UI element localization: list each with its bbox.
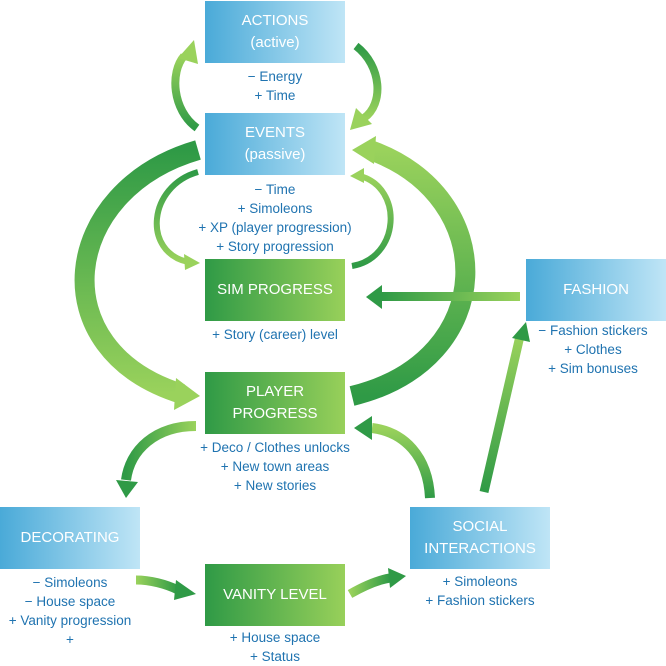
effect-line: + Clothes bbox=[564, 342, 622, 357]
arrow-events-to-player-progress bbox=[74, 140, 201, 404]
arrow-decorating-to-vanity bbox=[135, 575, 181, 595]
effect-line: + Sim bonuses bbox=[548, 361, 638, 376]
arrowhead bbox=[366, 285, 382, 309]
player-progress-title-line-1: PLAYER bbox=[245, 383, 305, 400]
effect-line: − Simoleons bbox=[32, 575, 108, 590]
decorating-effects: − Simoleons − House space + Vanity progr… bbox=[0, 573, 140, 649]
decorating-node: DECORATING bbox=[0, 507, 140, 569]
vanity-level-title: VANITY LEVEL bbox=[223, 586, 327, 603]
social-title-line-2: INTERACTIONS bbox=[424, 540, 536, 557]
arrowhead bbox=[354, 416, 372, 440]
effect-line: + Fashion stickers bbox=[425, 593, 535, 608]
player-progress-title-line-2: PROGRESS bbox=[232, 405, 318, 422]
arrow-social-to-fashion bbox=[479, 334, 525, 494]
effect-line: − Energy bbox=[247, 69, 303, 84]
fashion-effects: − Fashion stickers + Clothes + Sim bonus… bbox=[520, 321, 666, 378]
player-progress-node: PLAYER PROGRESS bbox=[205, 372, 345, 434]
vanity-level-effects: + House space + Status bbox=[165, 628, 385, 666]
arrowhead bbox=[174, 378, 200, 410]
arrow-player-progress-to-decorating bbox=[121, 421, 197, 481]
arrowhead bbox=[350, 168, 364, 183]
player-progress-effects: + Deco / Clothes unlocks + New town area… bbox=[155, 438, 395, 495]
actions-title-line-2: (active) bbox=[250, 34, 300, 51]
decorating-title: DECORATING bbox=[20, 529, 120, 546]
arrowhead bbox=[388, 568, 406, 588]
sim-progress-title: SIM PROGRESS bbox=[217, 281, 333, 298]
effect-line: + Story progression bbox=[216, 239, 334, 254]
arrow-player-progress-to-events bbox=[349, 140, 476, 406]
events-title-line-2: (passive) bbox=[244, 146, 306, 163]
arrow-events-to-actions bbox=[171, 53, 200, 132]
events-title-line-1: EVENTS bbox=[244, 124, 305, 141]
actions-node: ACTIONS (active) bbox=[205, 1, 345, 63]
social-interactions-effects: + Simoleons + Fashion stickers bbox=[380, 572, 580, 610]
effect-line: + Status bbox=[250, 649, 300, 664]
social-interactions-node: SOCIAL INTERACTIONS bbox=[410, 507, 550, 569]
arrow-events-to-sim-progress bbox=[153, 169, 199, 265]
events-node: EVENTS (passive) bbox=[205, 113, 345, 175]
vanity-level-node: VANITY LEVEL bbox=[205, 564, 345, 626]
effect-line: + Simoleons bbox=[237, 201, 313, 216]
arrowhead bbox=[178, 40, 198, 64]
effect-line: + XP (player progression) bbox=[198, 220, 352, 235]
arrowhead bbox=[350, 108, 372, 130]
effect-line: + Story (career) level bbox=[212, 327, 338, 342]
effect-line: + New town areas bbox=[220, 459, 330, 474]
arrowhead bbox=[512, 322, 530, 342]
arrow-vanity-to-social bbox=[347, 573, 391, 598]
sim-progress-effects: + Story (career) level bbox=[165, 325, 385, 344]
effect-line: − Time bbox=[254, 182, 296, 197]
arrow-fashion-to-sim-progress bbox=[382, 292, 520, 301]
actions-title-line-1: ACTIONS bbox=[241, 12, 309, 29]
effect-line: + Vanity progression bbox=[8, 613, 132, 628]
effect-line: + House space bbox=[229, 630, 321, 645]
effect-line: + Time bbox=[254, 88, 296, 103]
arrowhead bbox=[116, 480, 138, 498]
events-effects: − Time + Simoleons + XP (player progress… bbox=[145, 180, 405, 256]
effect-line: − Fashion stickers bbox=[538, 323, 648, 338]
effect-line: − House space bbox=[24, 594, 116, 609]
fashion-node: FASHION bbox=[526, 259, 666, 321]
arrow-social-to-player-progress bbox=[371, 423, 435, 499]
effect-line: + bbox=[66, 632, 74, 647]
sim-progress-node: SIM PROGRESS bbox=[205, 259, 345, 321]
arrow-actions-to-events bbox=[353, 42, 382, 122]
arrowhead bbox=[352, 136, 376, 164]
arrowhead bbox=[174, 580, 196, 600]
actions-effects: − Energy + Time bbox=[165, 67, 385, 105]
effect-line: + New stories bbox=[233, 478, 317, 493]
effect-line: + Deco / Clothes unlocks bbox=[200, 440, 350, 455]
fashion-title: FASHION bbox=[563, 281, 629, 298]
effect-line: + Simoleons bbox=[442, 574, 518, 589]
social-title-line-1: SOCIAL bbox=[452, 518, 508, 535]
arrowhead bbox=[184, 254, 200, 270]
arrow-sim-progress-to-events bbox=[351, 173, 394, 269]
